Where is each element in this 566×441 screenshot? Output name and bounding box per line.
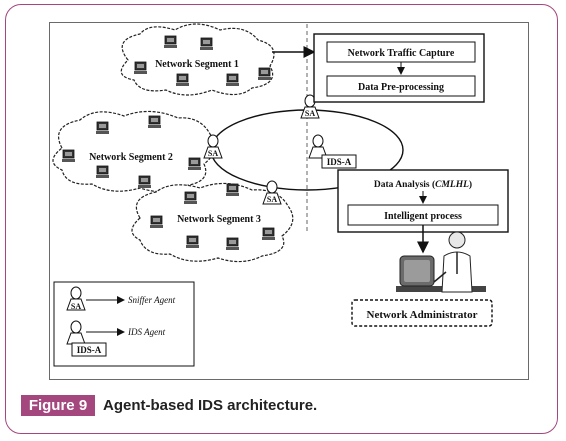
preprocess-label: Data Pre-processing	[358, 82, 444, 93]
legend-ids: IDS-A IDS Agent	[66, 320, 166, 357]
administrator-illustration	[396, 231, 486, 293]
svg-text:IDS-A: IDS-A	[77, 345, 102, 355]
svg-text:SA: SA	[305, 109, 315, 118]
admin-label: Network Administrator	[367, 309, 478, 321]
segment-2-label: Network Segment 2	[89, 152, 173, 163]
svg-text:SA: SA	[267, 195, 277, 204]
segment-3-cloud	[131, 182, 294, 263]
segment-3-label: Network Segment 3	[177, 214, 261, 225]
legend-sniffer-label: Sniffer Agent	[128, 295, 176, 305]
capture-label: Network Traffic Capture	[348, 48, 455, 59]
svg-text:SA: SA	[208, 149, 218, 158]
svg-text:SA: SA	[71, 302, 81, 311]
admin-box	[351, 299, 493, 327]
segment-1-label: Network Segment 1	[155, 59, 239, 70]
preprocess-box	[326, 75, 476, 97]
legend-sniffer: SA Sniffer Agent	[66, 286, 176, 311]
segment-2-cloud	[52, 110, 216, 193]
svg-text:IDS-A: IDS-A	[327, 157, 352, 167]
intelligent-label: Intelligent process	[384, 211, 462, 222]
sniffer-agent-left: SA	[203, 134, 223, 159]
ids-agent: IDS-A	[308, 134, 357, 169]
figure-caption: Agent-based IDS architecture.	[103, 397, 318, 414]
legend-ids-label: IDS Agent	[127, 327, 166, 337]
sniffer-agent-bottom: SA	[262, 180, 282, 205]
sniffer-agent-top: SA	[300, 94, 320, 119]
figure-number-badge: Figure 9	[21, 395, 95, 416]
analysis-label: Data Analysis (CMLHL)	[374, 179, 472, 190]
